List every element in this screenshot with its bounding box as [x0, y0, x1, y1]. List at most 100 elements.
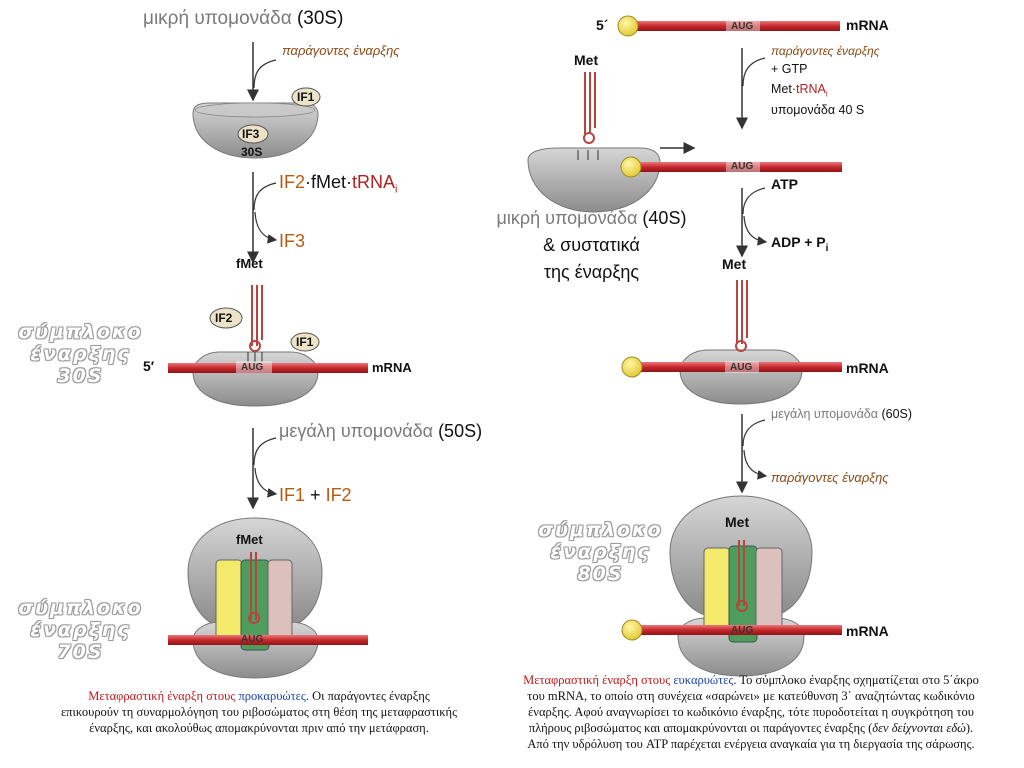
eukaryote-caption-line4i: δεν δείχνονται εδώ [872, 721, 966, 735]
eukaryote-caption-red: Μεταφραστική έναρξη στους [523, 673, 671, 687]
ribosome-80s [621, 495, 842, 677]
euk-small-subunit-heading: μικρή υπομονάδα (40S) [484, 205, 699, 232]
complex-80s-title: σύμπλοκο έναρξης 80S [528, 519, 673, 586]
prokaryote-caption-line3: έναρξης, και ακολούθως απομακρύνονται πρ… [89, 721, 429, 735]
if3-factor [237, 124, 269, 144]
small-subunit-heading: μικρή υπομονάδα (30S) [143, 8, 343, 30]
prokaryote-caption-rest: . Οι παράγοντες έναρξης [305, 689, 430, 703]
if2-factor [209, 307, 243, 329]
eukaryote-caption-rest: . Το σύμπλοκο έναρξης σχηματίζεται στο 5… [733, 673, 979, 687]
curved-arrow-out [254, 211, 278, 244]
fmet-label: fMet [236, 256, 263, 271]
complex-30s-line2: έναρξης [30, 342, 131, 365]
euk-large-subunit-heading: μεγάλη υπομονάδα (60S) [771, 407, 912, 421]
trna-subscript: i [395, 183, 398, 196]
initiation-complex-30s [168, 285, 368, 407]
prokaryote-caption: Μεταφραστική έναρξη στους προκαρυώτες. Ο… [20, 688, 498, 736]
prokaryote-caption-blue: προκαρυώτες [238, 689, 306, 703]
euk-small-subunit-size: (40S) [642, 208, 687, 228]
s30-label: 30S [241, 145, 263, 159]
eukaryote-caption-line4b: ). [965, 721, 974, 735]
large-subunit-heading: μεγάλη υπομονάδα (50S) [279, 421, 482, 442]
eukaryote-caption-blue: ευκαρυώτες [673, 673, 734, 687]
met-80s-label: Met [725, 514, 750, 530]
euk-large-subunit-label: μεγάλη υπομονάδα [771, 407, 878, 421]
prokaryote-caption-line1: Μεταφραστική έναρξη στους προκαρυώτες. Ο… [20, 688, 498, 704]
large-subunit-size: (50S) [438, 421, 483, 441]
curved-arrow-out [254, 467, 278, 498]
ribosome-70s [168, 517, 368, 679]
if3-released-label: IF3 [279, 231, 306, 251]
large-subunit-label: μεγάλη υπομονάδα [279, 421, 434, 441]
euk-aug-scan-label: AUG [731, 161, 754, 172]
five-prime-label: 5′ [143, 358, 155, 374]
aug-codon-label: AUG [241, 362, 264, 373]
prokaryote-caption-line2: επικουρούν τη συναρμολόγηση του ριβοσώμα… [60, 705, 458, 719]
curved-arrow-out [743, 449, 768, 480]
out-if2: IF2 [325, 485, 352, 505]
euk-factors-out-label: παράγοντες έναρξης [771, 470, 889, 485]
met-label: Met [574, 52, 599, 68]
prokaryote-caption-red: Μεταφραστική έναρξη στους [88, 689, 236, 703]
complex-30s-line3: 30S [57, 364, 104, 387]
if2-label: IF2 [215, 311, 233, 325]
if2-text: IF2 [279, 172, 306, 192]
euk-small-subunit-label: μικρή υπομονάδα [496, 208, 638, 228]
adp-label: ADP + Pi [771, 234, 828, 254]
complex-30s-title: σύμπλοκο έναρξης 30S [8, 321, 153, 388]
curved-arrow [742, 187, 766, 215]
complex-80s-line3: 80S [577, 562, 624, 585]
curved-arrow [253, 437, 277, 466]
met-trna [583, 72, 596, 144]
eukaryote-caption-line4a: πλήρους ριβοσώματος και απομακρύνονται ο… [528, 721, 873, 735]
mrna-label: mRNA [372, 360, 412, 375]
complex-80s-line1: σύμπλοκο [538, 519, 663, 541]
met-start-label: Met [722, 256, 747, 272]
if3-label: IF3 [242, 127, 260, 141]
of-initiation-line: της έναρξης [543, 262, 640, 282]
complex-70s-line1: σύμπλοκο [18, 597, 143, 619]
euk-factors-label: παράγοντες έναρξης [771, 44, 880, 58]
and-factors-line: & συστατικά [543, 235, 640, 255]
curved-arrow [742, 419, 766, 447]
eukaryote-caption-line1: Μεταφραστική έναρξη στους ευκαρυώτες. Το… [486, 672, 1016, 688]
complex-70s-title: σύμπλοκο έναρξης 70S [8, 597, 153, 664]
met-trna-label: Met·tRNAi [771, 82, 828, 99]
fmet-text: ·fMet· [305, 172, 353, 192]
complex-70s-line3: 70S [57, 640, 104, 663]
euk-mrna-label: mRNA [846, 17, 889, 33]
curved-arrow-out [743, 215, 768, 246]
mrna-strand-top [617, 15, 840, 37]
subunit-40s-label: υπομονάδα 40 S [771, 103, 865, 117]
adp-text: ADP + P [771, 234, 826, 250]
euk-five-prime-label: 5´ [596, 17, 609, 33]
small-subunit-size: (30S) [296, 8, 344, 29]
met-trna-prefix: Met· [771, 82, 796, 96]
scanning-complex-40s [527, 147, 842, 213]
out-if1: IF1 [279, 485, 306, 505]
if1-factor [290, 332, 320, 352]
euk-small-subunit-block: μικρή υπομονάδα (40S) & συστατικά της έν… [484, 205, 699, 286]
euk-mrna-80s-label: mRNA [846, 623, 889, 639]
curved-arrow [253, 59, 277, 89]
complex-80s-line2: έναρξης [550, 540, 651, 563]
if1-factor [291, 87, 321, 107]
fmet-70s-label: fMet [236, 532, 263, 547]
euk-aug-label: AUG [731, 21, 754, 32]
if1-bound-label: IF1 [296, 335, 314, 349]
euk-aug-80s-label: AUG [731, 625, 754, 636]
complex-70s-line2: έναρξης [30, 618, 131, 641]
aug-70s-label: AUG [241, 634, 264, 645]
euk-large-subunit-size: (60S) [881, 407, 913, 421]
curved-arrow [253, 182, 277, 211]
euk-mrna-start-label: mRNA [846, 360, 889, 376]
start-codon-complex-40s [621, 280, 842, 405]
if1-label: IF1 [297, 90, 315, 104]
curved-arrow [742, 57, 766, 87]
adp-sub: i [825, 242, 829, 254]
small-subunit-label: μικρή υπομονάδα [143, 8, 292, 29]
atp-label: ATP [771, 176, 798, 192]
plus-sign: + [310, 485, 321, 505]
eukaryote-caption: Μεταφραστική έναρξη στους ευκαρυώτες. Το… [486, 672, 1016, 752]
